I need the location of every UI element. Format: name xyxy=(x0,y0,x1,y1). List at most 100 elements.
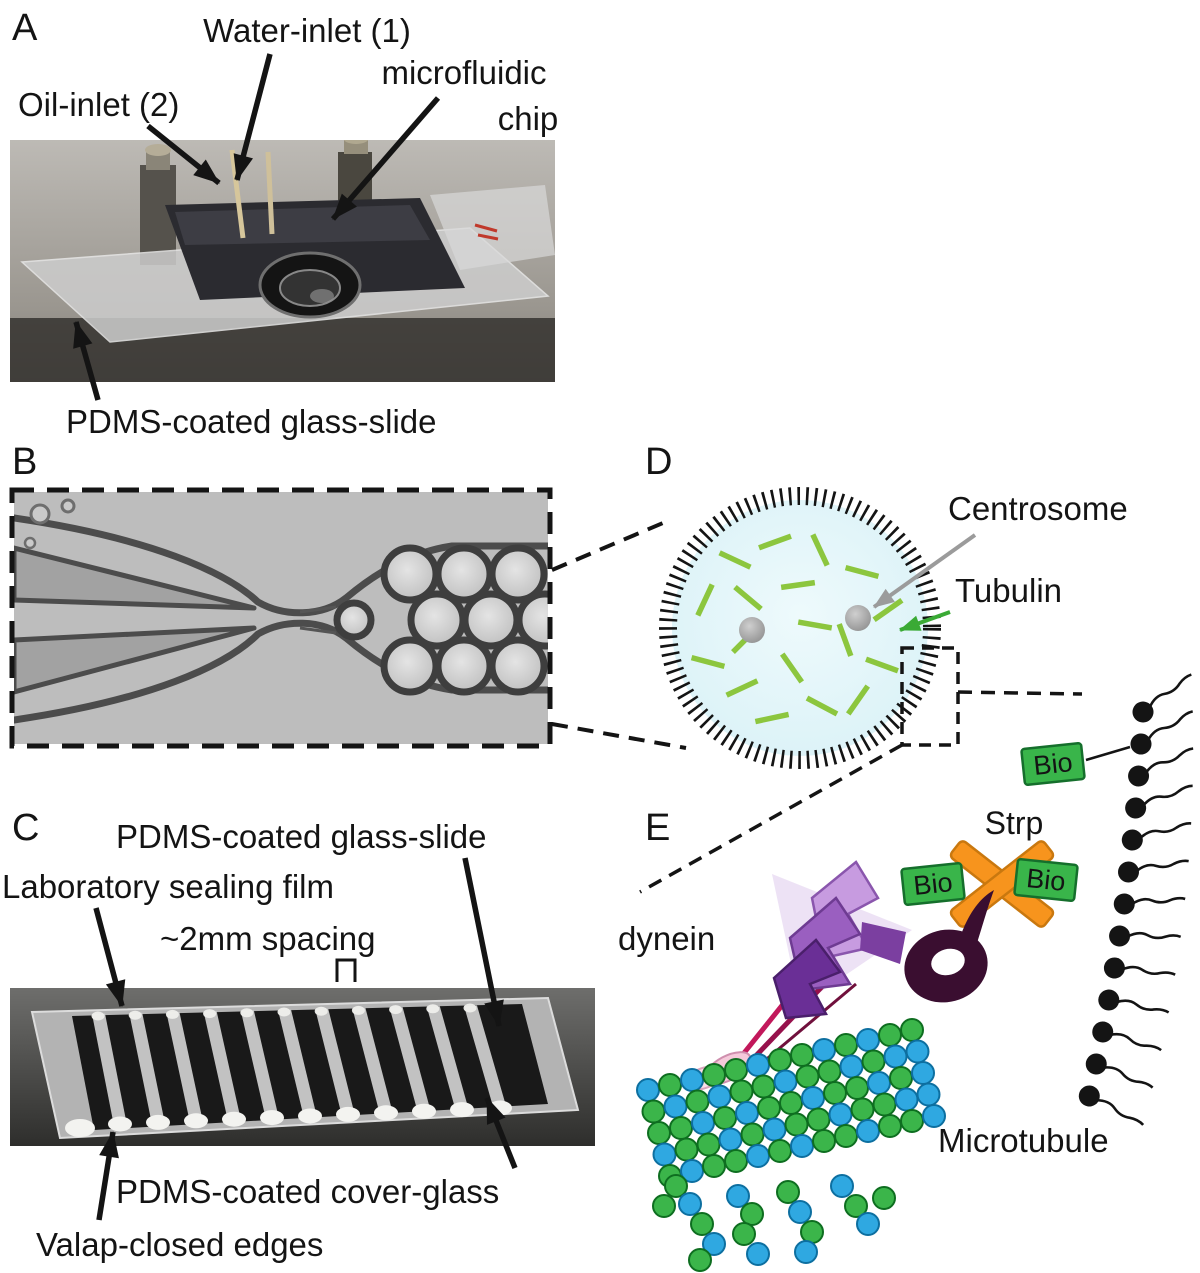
label-strp: Strp xyxy=(985,805,1044,841)
mt-subunit xyxy=(636,1078,660,1102)
lipid-head xyxy=(1098,989,1120,1011)
mt-subunit xyxy=(685,1089,710,1114)
lipid-head xyxy=(1113,893,1135,915)
mt-subunit xyxy=(817,1059,842,1084)
sealing-film-strip xyxy=(92,1013,127,1126)
lipid-head xyxy=(1118,861,1139,883)
lipid xyxy=(1085,1053,1154,1089)
acrylic-piece xyxy=(430,185,555,270)
lipid-head xyxy=(1125,797,1147,819)
bubble xyxy=(23,536,37,550)
mt-subunit xyxy=(878,1114,902,1138)
mt-subunit xyxy=(735,1101,759,1125)
mt-subunit xyxy=(740,1202,764,1226)
zoom-line-top xyxy=(551,518,671,572)
lipid xyxy=(1092,1021,1162,1052)
mt-subunit xyxy=(905,1039,930,1064)
mt-subunit xyxy=(680,1159,704,1183)
lipid-tail xyxy=(1144,747,1194,774)
label-dynein: dynein xyxy=(618,920,715,957)
mt-subunit xyxy=(801,1086,825,1110)
mt-subunit xyxy=(718,1127,743,1152)
mt-subunit xyxy=(916,1082,941,1107)
mt-subunit xyxy=(746,1053,770,1077)
mt-subunit xyxy=(812,1038,836,1062)
centrosome-sphere xyxy=(739,617,765,643)
mt-subunit xyxy=(872,1186,896,1210)
mt-subunit xyxy=(652,1142,677,1167)
oil-inlet-arrow xyxy=(146,123,221,186)
sealing-film-strip xyxy=(166,1011,203,1123)
droplet xyxy=(333,599,375,641)
sealing-film-strip xyxy=(315,1008,355,1117)
glass-slide-c-arrow xyxy=(462,857,504,1027)
label-spacing: ~2mm spacing xyxy=(160,920,376,957)
valap-blob xyxy=(146,1114,170,1130)
sealing-film-strip xyxy=(129,1012,165,1125)
mt-subunit xyxy=(762,1117,787,1142)
mt-subunit xyxy=(900,1109,924,1133)
mt-subunit xyxy=(900,1018,924,1042)
label-valap: Valap-closed edges xyxy=(36,1226,323,1263)
mt-subunit xyxy=(845,1076,869,1100)
lipid-tail xyxy=(1146,710,1194,741)
sealing-film-strip xyxy=(464,1005,507,1110)
valap-blob xyxy=(240,1008,254,1018)
lipid-head xyxy=(1109,925,1131,947)
valap-blob xyxy=(65,1119,95,1137)
surfactant-brush xyxy=(659,487,941,769)
lipid xyxy=(1109,925,1182,947)
clamp-screw-top-right xyxy=(343,140,369,144)
mt-subunit xyxy=(788,1200,812,1224)
mt-subunit xyxy=(830,1174,854,1198)
mt-subunit xyxy=(664,1174,688,1198)
mt-subunit xyxy=(751,1074,776,1099)
mt-subunit xyxy=(834,1033,858,1057)
bio-label: Bio xyxy=(912,867,954,901)
biotin-box-right: Bio xyxy=(1013,858,1079,902)
bubble xyxy=(60,498,76,514)
channel-wedge-bottom xyxy=(14,625,257,695)
valap-blob xyxy=(389,1005,403,1015)
chip-reflection xyxy=(175,205,430,245)
bio-lipid-link xyxy=(1085,745,1131,762)
micrograph-dashed-border xyxy=(9,487,553,749)
label-glass-slide-a: PDMS-coated glass-slide xyxy=(66,403,436,440)
zoom-region-box xyxy=(900,646,960,747)
mt-subunit xyxy=(795,1064,820,1089)
sealing-film-strip xyxy=(203,1011,241,1122)
mt-subunit xyxy=(856,1212,880,1236)
mt-subunit xyxy=(828,1102,853,1127)
lipid-tail xyxy=(1116,999,1170,1014)
label-cover-glass: PDMS-coated cover-glass xyxy=(116,1173,499,1210)
cover-glass-arrow xyxy=(484,1096,518,1170)
mt-subunit xyxy=(724,1149,748,1173)
mt-subunit xyxy=(729,1079,754,1104)
mt-subunit xyxy=(776,1180,800,1204)
panel-c-letter: C xyxy=(12,807,39,849)
mt-subunit xyxy=(790,1043,814,1067)
mt-subunit xyxy=(861,1049,886,1074)
label-oil-inlet: Oil-inlet (2) xyxy=(18,86,179,123)
mt-subunit xyxy=(850,1097,875,1122)
mt-subunit xyxy=(702,1154,726,1178)
spacing-bracket xyxy=(335,958,357,982)
sealing-film-strip xyxy=(389,1007,431,1114)
lipid-tail xyxy=(1103,1066,1154,1089)
mt-subunit xyxy=(867,1071,891,1095)
lipid-tail xyxy=(1131,896,1186,905)
valap-blob xyxy=(450,1102,474,1118)
mt-subunit xyxy=(746,1242,770,1266)
tubulin-segment xyxy=(690,654,726,670)
biotin-box-top: Bio xyxy=(1020,742,1086,786)
lipid-head xyxy=(1132,701,1154,723)
mt-subunit xyxy=(773,1069,798,1094)
tubulin-segment xyxy=(872,597,904,623)
lipid xyxy=(1130,710,1194,755)
chip-arrow xyxy=(330,96,441,221)
clamp-screw-right xyxy=(344,140,368,154)
lipid-head xyxy=(1128,765,1150,787)
droplet xyxy=(380,636,440,696)
